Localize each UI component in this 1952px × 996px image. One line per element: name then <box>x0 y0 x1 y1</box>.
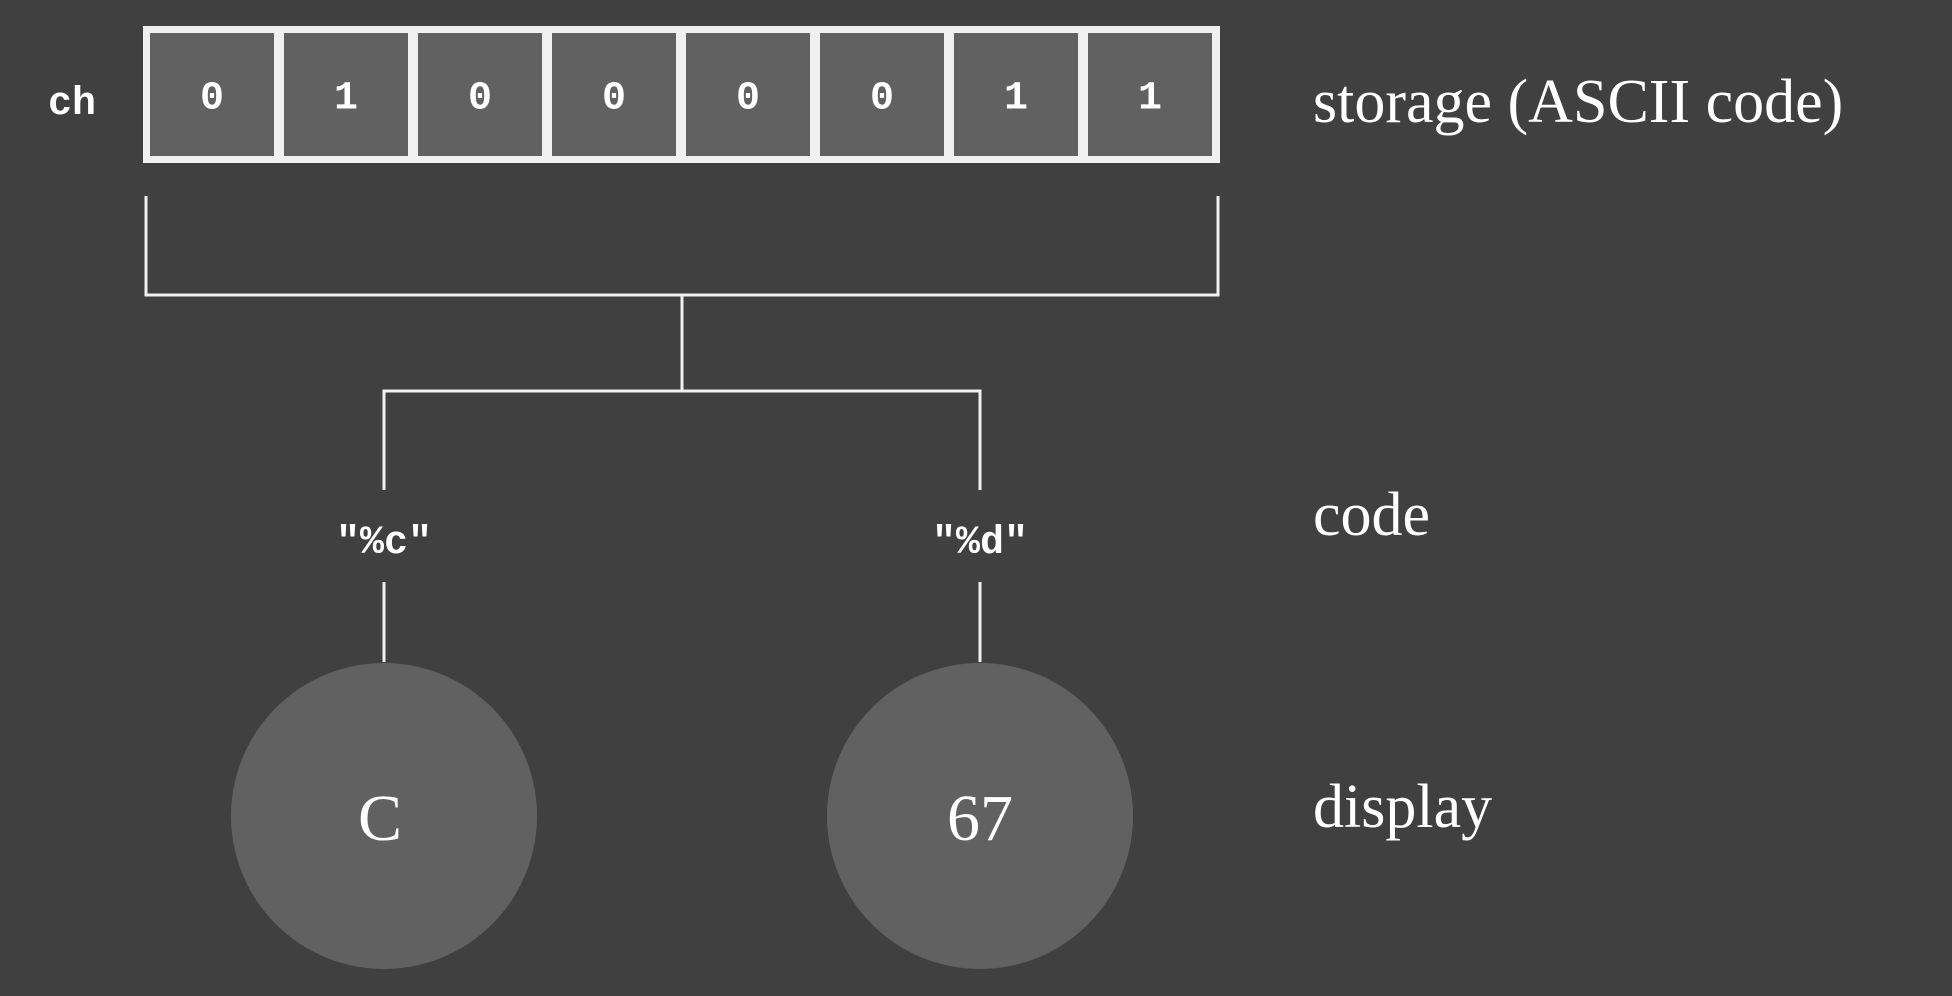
bit-cell <box>686 33 810 156</box>
bit-cell <box>954 33 1078 156</box>
bit-cell <box>418 33 542 156</box>
label-storage: storage (ASCII code) <box>1313 68 1843 136</box>
bit-cell <box>284 33 408 156</box>
bit-cell <box>820 33 944 156</box>
format-code-decimal: "%d" <box>932 521 1028 566</box>
bit-value: 1 <box>1138 77 1162 122</box>
bit-value: 0 <box>200 77 224 122</box>
bit-value: 0 <box>468 77 492 122</box>
bit-value: 0 <box>736 77 760 122</box>
display-value-decimal: 67 <box>947 782 1013 855</box>
bit-value: 1 <box>1004 77 1028 122</box>
memory-register: 0 1 0 0 0 0 1 1 <box>143 26 1220 163</box>
branch-line <box>382 389 982 490</box>
bit-cell <box>1088 33 1212 156</box>
bit-value: 0 <box>602 77 626 122</box>
display-circle-char <box>231 663 537 969</box>
label-code: code <box>1313 481 1430 549</box>
display-value-char: C <box>358 782 402 855</box>
display-circle-decimal <box>827 663 1133 969</box>
bit-value: 1 <box>334 77 358 122</box>
variable-name: ch <box>48 82 96 127</box>
label-display: display <box>1313 773 1492 841</box>
register-bracket <box>144 196 1220 662</box>
bit-cell <box>552 33 676 156</box>
format-code-char: "%c" <box>336 521 432 566</box>
bracket-line <box>144 196 1220 297</box>
bit-cell <box>150 33 274 156</box>
bit-value: 0 <box>870 77 894 122</box>
